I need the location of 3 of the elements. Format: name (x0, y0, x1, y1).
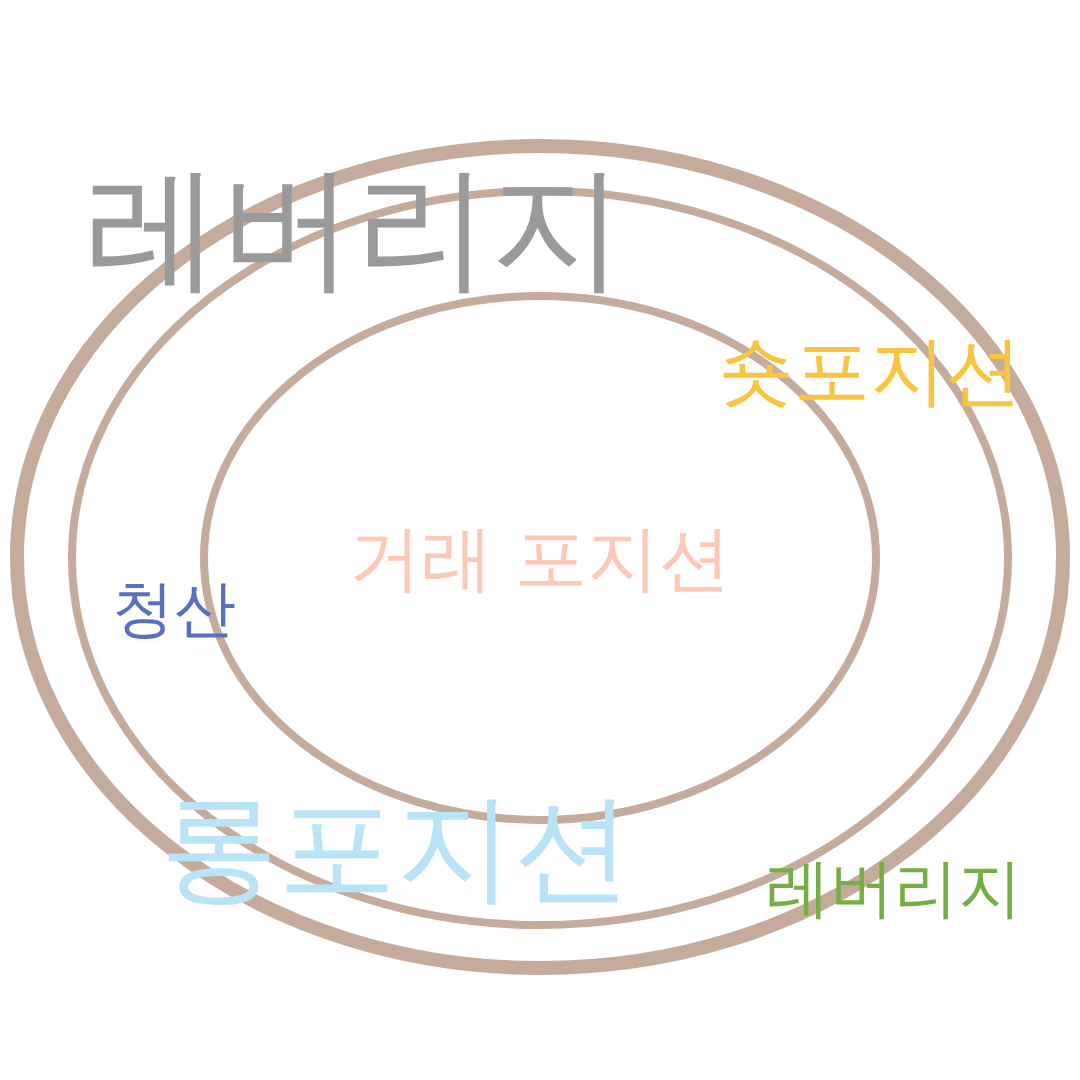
word-label: 숏포지션 (718, 333, 1022, 409)
word-label: 레버리지 (766, 856, 1022, 920)
word-label: 거래 포지션 (348, 522, 732, 594)
